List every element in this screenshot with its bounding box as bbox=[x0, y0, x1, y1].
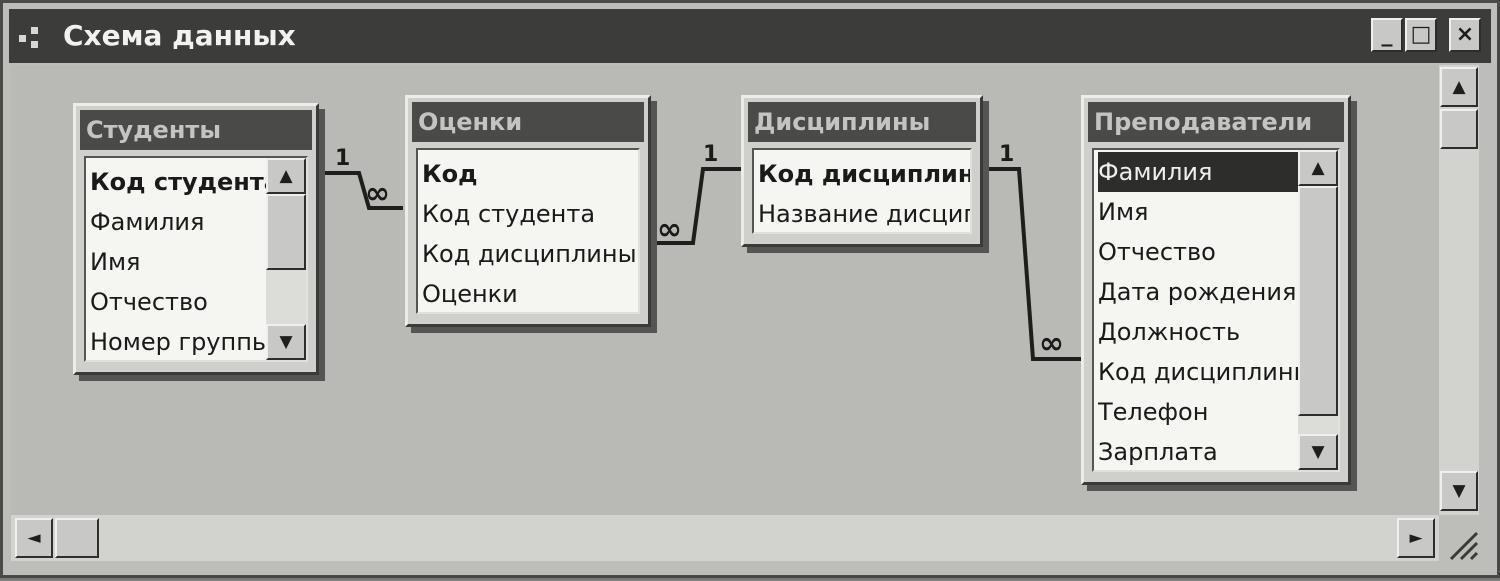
vertical-scrollbar[interactable]: ▲ ▼ bbox=[1439, 65, 1479, 515]
table-students[interactable]: Студенты Код студента Фамилия Имя Отчест… bbox=[73, 103, 319, 375]
field-list[interactable]: Код дисциплины Название дисциплины bbox=[752, 148, 972, 234]
arrow-up-icon: ▲ bbox=[1452, 77, 1466, 97]
field-item[interactable]: Дата рождения bbox=[1098, 278, 1297, 306]
scroll-up-button[interactable]: ▲ bbox=[1440, 67, 1478, 107]
many-side-label: ∞ bbox=[365, 176, 390, 211]
close-button[interactable]: × bbox=[1449, 18, 1481, 52]
one-side-label: 1 bbox=[703, 142, 718, 167]
table-disciplines[interactable]: Дисциплины Код дисциплины Название дисци… bbox=[741, 95, 983, 247]
size-grip-icon[interactable] bbox=[1441, 517, 1479, 561]
field-item[interactable]: Код дисциплины bbox=[758, 160, 970, 188]
field-list[interactable]: Код студента Фамилия Имя Отчество Номер … bbox=[84, 156, 308, 362]
field-item[interactable]: Код студента bbox=[90, 168, 270, 196]
field-item[interactable]: Отчество bbox=[90, 288, 208, 316]
arrow-left-icon: ◄ bbox=[27, 528, 41, 548]
horizontal-scrollbar[interactable]: ◄ ► bbox=[11, 515, 1439, 561]
field-list[interactable]: Код Код студента Код дисциплины Оценки bbox=[416, 148, 640, 314]
field-item[interactable]: Имя bbox=[1098, 198, 1149, 226]
arrow-down-icon: ▼ bbox=[1311, 442, 1325, 462]
scroll-thumb[interactable] bbox=[55, 518, 99, 558]
relationships-window-icon[interactable] bbox=[19, 27, 45, 49]
field-item[interactable]: Название дисциплины bbox=[758, 200, 970, 228]
field-item[interactable]: Фамилия bbox=[90, 208, 205, 236]
relationship-lines: 1 ∞ 1 ∞ 1 ∞ bbox=[319, 142, 1083, 361]
table-teachers[interactable]: Преподаватели Фамилия Имя Отчество Дата … bbox=[1081, 95, 1351, 485]
arrow-down-icon: ▼ bbox=[1452, 481, 1466, 501]
field-item[interactable]: Код студента bbox=[422, 200, 596, 228]
relationship-1[interactable]: 1 ∞ bbox=[319, 146, 403, 211]
relationship-2[interactable]: 1 ∞ bbox=[651, 142, 745, 247]
many-side-label: ∞ bbox=[657, 212, 682, 247]
field-item[interactable]: Зарплата bbox=[1098, 438, 1218, 466]
table-title[interactable]: Оценки bbox=[412, 102, 644, 142]
arrow-up-icon: ▲ bbox=[279, 166, 293, 186]
table-title[interactable]: Студенты bbox=[80, 110, 312, 150]
scroll-thumb[interactable] bbox=[1440, 109, 1478, 149]
maximize-button[interactable]: □ bbox=[1405, 18, 1437, 52]
field-item[interactable]: Код дисциплины bbox=[1098, 358, 1302, 386]
scroll-right-button[interactable]: ► bbox=[1397, 518, 1435, 558]
minimize-button[interactable]: _ bbox=[1371, 18, 1403, 52]
minimize-icon: _ bbox=[1381, 22, 1393, 47]
scroll-down-button[interactable]: ▼ bbox=[1298, 434, 1338, 470]
field-item[interactable]: Телефон bbox=[1098, 398, 1209, 426]
scroll-down-button[interactable]: ▼ bbox=[1440, 471, 1478, 511]
field-list[interactable]: Фамилия Имя Отчество Дата рождения Должн… bbox=[1092, 148, 1340, 472]
scroll-up-button[interactable]: ▲ bbox=[1298, 150, 1338, 186]
table-title[interactable]: Преподаватели bbox=[1088, 102, 1344, 142]
relationship-3[interactable]: 1 ∞ bbox=[983, 142, 1083, 361]
scroll-thumb[interactable] bbox=[266, 194, 306, 270]
field-item[interactable]: Должность bbox=[1098, 318, 1241, 346]
field-list-scrollbar[interactable]: ▲ ▼ bbox=[1298, 150, 1338, 470]
field-item-selected[interactable]: Фамилия bbox=[1098, 152, 1302, 192]
scroll-left-button[interactable]: ◄ bbox=[15, 518, 53, 558]
arrow-down-icon: ▼ bbox=[279, 332, 293, 352]
table-title[interactable]: Дисциплины bbox=[748, 102, 976, 142]
field-item[interactable]: Оценки bbox=[422, 280, 518, 308]
close-icon: × bbox=[1455, 22, 1475, 47]
one-side-label: 1 bbox=[335, 146, 350, 171]
one-side-label: 1 bbox=[999, 142, 1014, 167]
field-item[interactable]: Имя bbox=[90, 248, 141, 276]
field-item[interactable]: Код bbox=[422, 160, 478, 188]
table-grades[interactable]: Оценки Код Код студента Код дисциплины О… bbox=[405, 95, 651, 327]
arrow-right-icon: ► bbox=[1409, 528, 1423, 548]
many-side-label: ∞ bbox=[1039, 326, 1064, 361]
title-bar[interactable]: Схема данных _ □ × bbox=[9, 9, 1491, 63]
scroll-up-button[interactable]: ▲ bbox=[266, 158, 306, 194]
scroll-down-button[interactable]: ▼ bbox=[266, 324, 306, 360]
maximize-icon: □ bbox=[1410, 22, 1432, 47]
field-list-scrollbar[interactable]: ▲ ▼ bbox=[266, 158, 306, 360]
field-item[interactable]: Номер группы bbox=[90, 328, 270, 356]
window-title: Схема данных bbox=[63, 19, 296, 52]
scroll-thumb[interactable] bbox=[1298, 186, 1338, 416]
field-item[interactable]: Отчество bbox=[1098, 238, 1216, 266]
field-item[interactable]: Код дисциплины bbox=[422, 240, 637, 268]
arrow-up-icon: ▲ bbox=[1311, 158, 1325, 178]
